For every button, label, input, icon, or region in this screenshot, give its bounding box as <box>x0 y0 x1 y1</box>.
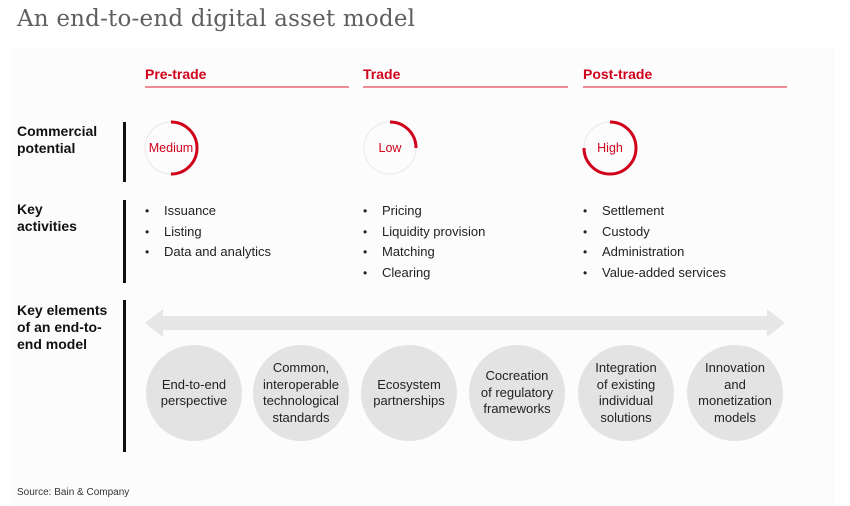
row-label-commercial-potential: Commercial potential <box>17 123 98 156</box>
row-divider-key-activities <box>123 200 126 283</box>
phase-header-trade: Trade <box>363 66 401 82</box>
gauge-ring-icon <box>144 120 199 176</box>
row-label-key-activities: Key activities <box>17 201 77 234</box>
element-common-standards: Common, interoperable technological stan… <box>253 345 349 441</box>
activity-item: Clearing <box>362 264 485 285</box>
gauge-level: High <box>597 141 623 155</box>
activities-list-post-trade: Settlement Custody Administration Value-… <box>582 202 726 285</box>
row-label-key-elements: Key elements of an end-to- end model <box>17 302 108 352</box>
element-integration-solutions: Integration of existing individual solut… <box>578 345 674 441</box>
element-cocreation-regulatory: Cocreation of regulatory frameworks <box>469 345 565 441</box>
gauge-ring-icon <box>582 120 638 176</box>
element-innovation-monetization: Innovation and monetization models <box>687 345 783 441</box>
phase-rule-pre-trade <box>145 86 349 88</box>
phase-rule-trade <box>363 86 568 88</box>
phase-rule-post-trade <box>583 86 787 88</box>
phase-header-pre-trade: Pre-trade <box>145 66 207 82</box>
element-end-to-end-perspective: End-to-end perspective <box>146 345 242 441</box>
activity-item: Custody <box>582 223 726 244</box>
gauge-post-trade: High <box>582 120 638 176</box>
element-ecosystem-partnerships: Ecosystem partnerships <box>361 345 457 441</box>
activities-list-trade: Pricing Liquidity provision Matching Cle… <box>362 202 485 285</box>
activity-item: Value-added services <box>582 264 726 285</box>
source-note: Source: Bain & Company <box>17 487 130 498</box>
activity-item: Liquidity provision <box>362 223 485 244</box>
activity-item: Matching <box>362 243 485 264</box>
activity-item: Issuance <box>144 202 271 223</box>
activity-item: Administration <box>582 243 726 264</box>
double-arrow-icon <box>145 309 785 337</box>
page-title: An end-to-end digital asset model <box>17 6 416 32</box>
activity-item: Pricing <box>362 202 485 223</box>
gauge-trade: Low <box>362 120 418 176</box>
phase-header-post-trade: Post-trade <box>583 66 653 82</box>
activity-item: Settlement <box>582 202 726 223</box>
activities-list-pre-trade: Issuance Listing Data and analytics <box>144 202 271 264</box>
gauge-level: Medium <box>148 141 194 155</box>
gauge-pre-trade: Medium <box>143 120 199 176</box>
activity-item: Listing <box>144 223 271 244</box>
activity-item: Data and analytics <box>144 243 271 264</box>
gauge-level: Low <box>378 141 402 155</box>
row-divider-key-elements <box>123 300 126 452</box>
row-divider-commercial-potential <box>123 122 126 182</box>
gauge-ring-icon <box>363 120 418 175</box>
